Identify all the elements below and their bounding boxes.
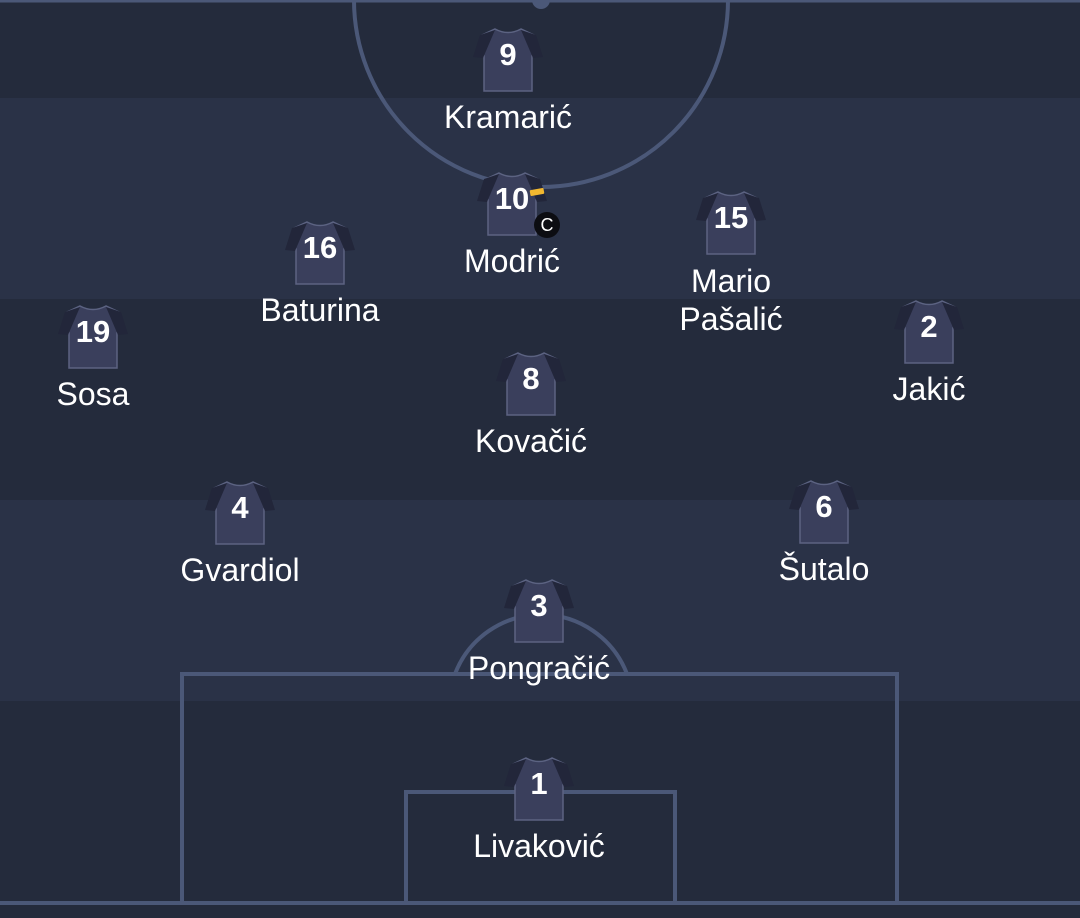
player-number: 1 — [530, 766, 548, 801]
shirt-icon: 4 — [204, 480, 276, 546]
shirt-icon: 15 — [695, 190, 767, 256]
shirt-icon: 1 — [503, 756, 575, 822]
player-pongracic[interactable]: 3 Pongračić — [429, 578, 649, 686]
player-baturina[interactable]: 16 Baturina — [210, 220, 430, 328]
player-name: Kovačić — [474, 423, 588, 459]
player-name: Kramarić — [443, 99, 572, 135]
shirt-icon: 10 C — [476, 171, 560, 238]
player-number: 19 — [75, 314, 111, 349]
player-gvardiol[interactable]: 4 Gvardiol — [130, 480, 350, 588]
penalty-box — [180, 672, 899, 902]
player-livakovic[interactable]: 1 Livaković — [429, 756, 649, 864]
player-number: 10 — [494, 181, 530, 216]
player-number: 15 — [713, 200, 749, 235]
player-name: Modrić — [463, 243, 560, 279]
player-name: Pongračić — [467, 650, 611, 686]
player-name: Mario Pašalić — [679, 263, 783, 337]
shirt-icon: 19 — [57, 304, 129, 370]
player-pasalic[interactable]: 15 Mario Pašalić — [621, 190, 841, 338]
player-number: 4 — [231, 490, 249, 525]
player-number: 9 — [499, 37, 517, 72]
shirt-icon: 6 — [788, 479, 860, 545]
player-kovacic[interactable]: 8 Kovačić — [421, 351, 641, 459]
shirt-icon: 9 — [472, 27, 544, 93]
player-sosa[interactable]: 19 Sosa — [0, 304, 203, 412]
player-name: Gvardiol — [180, 552, 300, 588]
player-name: Šutalo — [778, 551, 870, 587]
shirt-icon: 8 — [495, 351, 567, 417]
captain-badge: C — [534, 212, 560, 238]
shirt-icon: 2 — [893, 299, 965, 365]
player-number: 8 — [522, 361, 540, 396]
player-name: Livaković — [473, 828, 605, 864]
player-jakic[interactable]: 2 Jakić — [819, 299, 1039, 407]
player-name: Baturina — [260, 292, 380, 328]
shirt-icon: 16 — [284, 220, 356, 286]
player-kramaric[interactable]: 9 Kramarić — [398, 27, 618, 135]
shirt-icon: 3 — [503, 578, 575, 644]
player-modric[interactable]: 10 C Modrić — [402, 171, 622, 279]
player-number: 3 — [530, 588, 548, 623]
player-name: Sosa — [56, 376, 130, 412]
player-number: 6 — [815, 489, 833, 524]
player-number: 16 — [302, 230, 338, 265]
player-number: 2 — [920, 309, 938, 344]
player-name: Jakić — [892, 371, 966, 407]
player-sutalo[interactable]: 6 Šutalo — [714, 479, 934, 587]
